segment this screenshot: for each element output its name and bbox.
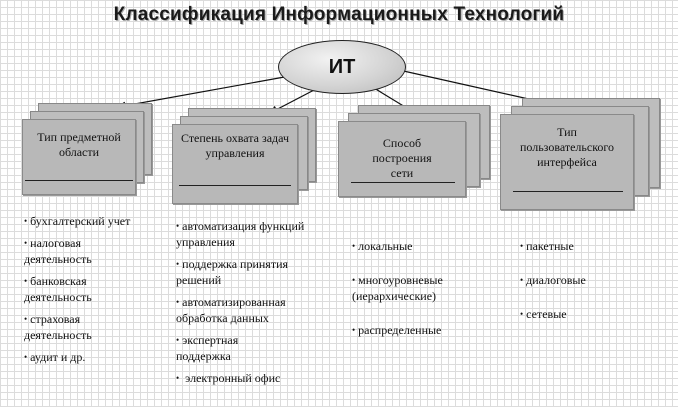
card-front-layer: Способ построения сети (338, 121, 466, 197)
root-node-it: ИТ (278, 40, 406, 94)
category-label: Степень охвата задач управления (180, 131, 290, 160)
category-label: Тип пользовательского интерфейса (519, 125, 615, 169)
list-item: • электронный офис (176, 371, 281, 385)
card-underline (351, 182, 455, 183)
category-card-subject-area: Тип предметной области (22, 103, 152, 198)
items-list-ui-type: •пакетные •диалоговые •сетевые (520, 238, 660, 322)
card-front-layer: Тип пользовательского интерфейса (500, 114, 634, 210)
card-front-layer: Степень охвата задач управления (172, 124, 298, 204)
items-list-management-coverage: •автоматизация функций управления •подде… (176, 218, 316, 386)
category-label: Способ построения сети (372, 136, 432, 180)
list-item: •страховая деятельность (24, 312, 92, 342)
list-item: •распределенные (352, 323, 442, 337)
category-card-management-coverage: Степень охвата задач управления (172, 108, 322, 208)
list-item: •автоматизированная обработка данных (176, 295, 286, 325)
card-underline (513, 191, 623, 192)
list-item: •диалоговые (520, 273, 586, 287)
list-item: •локальные (352, 239, 413, 253)
items-list-subject-area: •бухгалтерский учет •налоговая деятельно… (24, 213, 164, 365)
list-item: •пакетные (520, 239, 574, 253)
list-item: •многоуровневые (иерархические) (352, 273, 443, 303)
list-item: •аудит и др. (24, 350, 86, 364)
list-item: •автоматизация функций управления (176, 219, 305, 249)
list-item: •налоговая деятельность (24, 236, 92, 266)
arrow-to-subject-area (117, 75, 291, 110)
category-card-ui-type: Тип пользовательского интерфейса (500, 98, 660, 213)
list-item: •бухгалтерский учет (24, 214, 131, 228)
items-list-network-method: •локальные •многоуровневые (иерархически… (352, 238, 502, 338)
diagram-title: Классификация Информационных Технологий (113, 4, 565, 25)
card-underline (25, 180, 133, 181)
category-card-network-method: Способ построения сети (338, 105, 498, 200)
list-item: •банковская деятельность (24, 274, 92, 304)
card-underline (179, 185, 291, 186)
card-front-layer: Тип предметной области (22, 119, 136, 195)
list-item: •экспертная поддержка (176, 333, 239, 363)
list-item: •поддержка принятия решений (176, 257, 289, 287)
category-label: Тип предметной области (37, 130, 121, 159)
root-label: ИТ (328, 55, 356, 78)
list-item: •сетевые (520, 307, 567, 321)
